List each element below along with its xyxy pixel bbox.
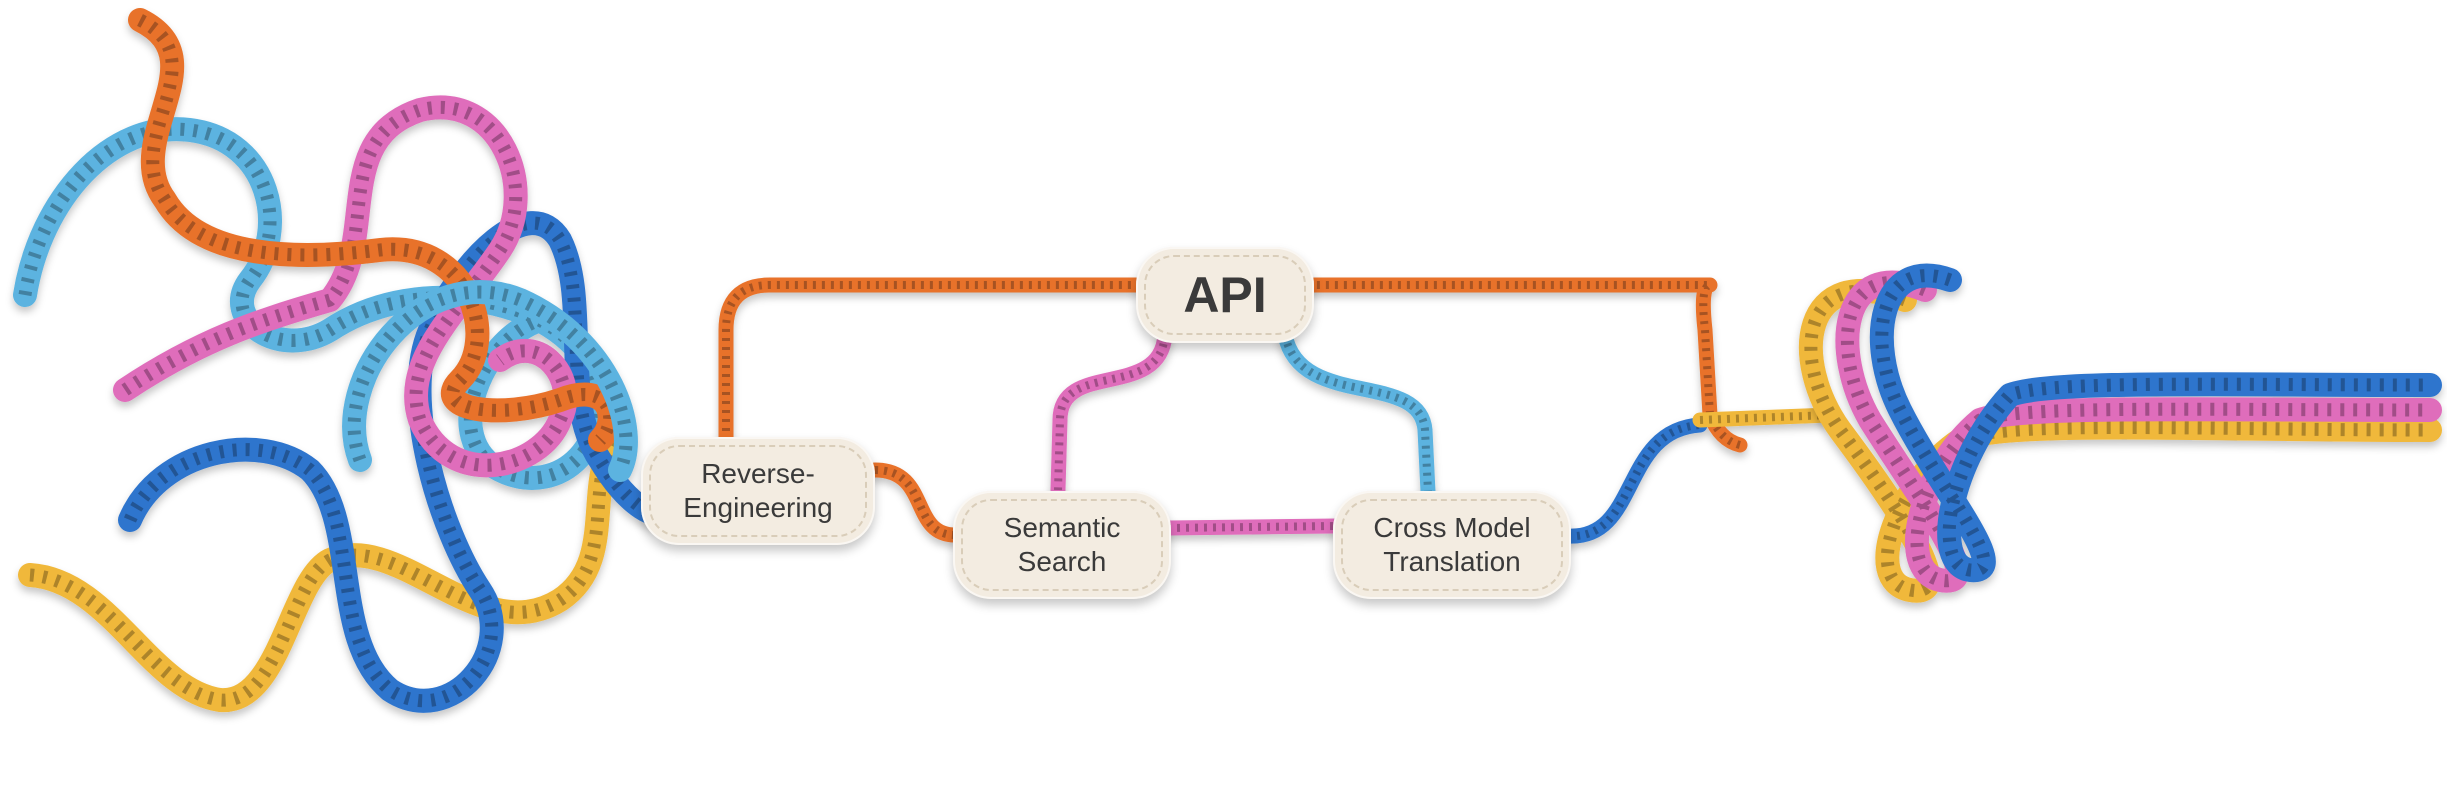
node-reverse-engineering: Reverse- Engineering <box>641 437 875 545</box>
braided-yarn <box>1798 263 2442 603</box>
rope-orange-loop <box>718 277 1748 453</box>
node-api: API <box>1136 247 1314 343</box>
node-semantic-search-label: Semantic Search <box>1003 511 1121 577</box>
braid-pink-twist <box>1840 276 2431 588</box>
yarn-blue-tangle <box>118 211 672 713</box>
braid-blue <box>1869 263 2442 583</box>
yarn-pink-tangle-twist <box>121 101 572 472</box>
rope-lightblue-api-cmt <box>1277 327 1436 500</box>
rope-yellow-merge-twist <box>1699 411 1831 424</box>
node-cross-model-translation-label: Cross Model Translation <box>1373 511 1531 577</box>
rope-pink-api-ss <box>1050 327 1173 498</box>
rope-blue-cmt-out <box>1560 417 1708 544</box>
yarn-orange-tangle-twist <box>136 14 617 445</box>
node-reverse-engineering-label: Reverse- Engineering <box>683 457 833 523</box>
node-cross-model-translation: Cross Model Translation <box>1333 491 1571 599</box>
network-ropes <box>718 277 1838 544</box>
rope-lightblue-api-cmt-twist <box>1281 334 1432 493</box>
node-semantic-search: Semantic Search <box>953 491 1171 599</box>
braid-yellow-twist <box>1804 284 2431 598</box>
rope-orange-re-ss <box>867 462 963 543</box>
rope-pink-ss-cmt-twist <box>1167 522 1337 532</box>
node-api-label: API <box>1183 266 1267 323</box>
yarn-lightblue-tangle-b <box>342 280 638 482</box>
rope-blue-cmt-out-twist <box>1567 421 1701 541</box>
yarn-yellow-tangle-twist <box>29 425 626 707</box>
tangled-yarn <box>13 8 672 713</box>
rope-pink-api-ss-twist <box>1054 334 1169 491</box>
